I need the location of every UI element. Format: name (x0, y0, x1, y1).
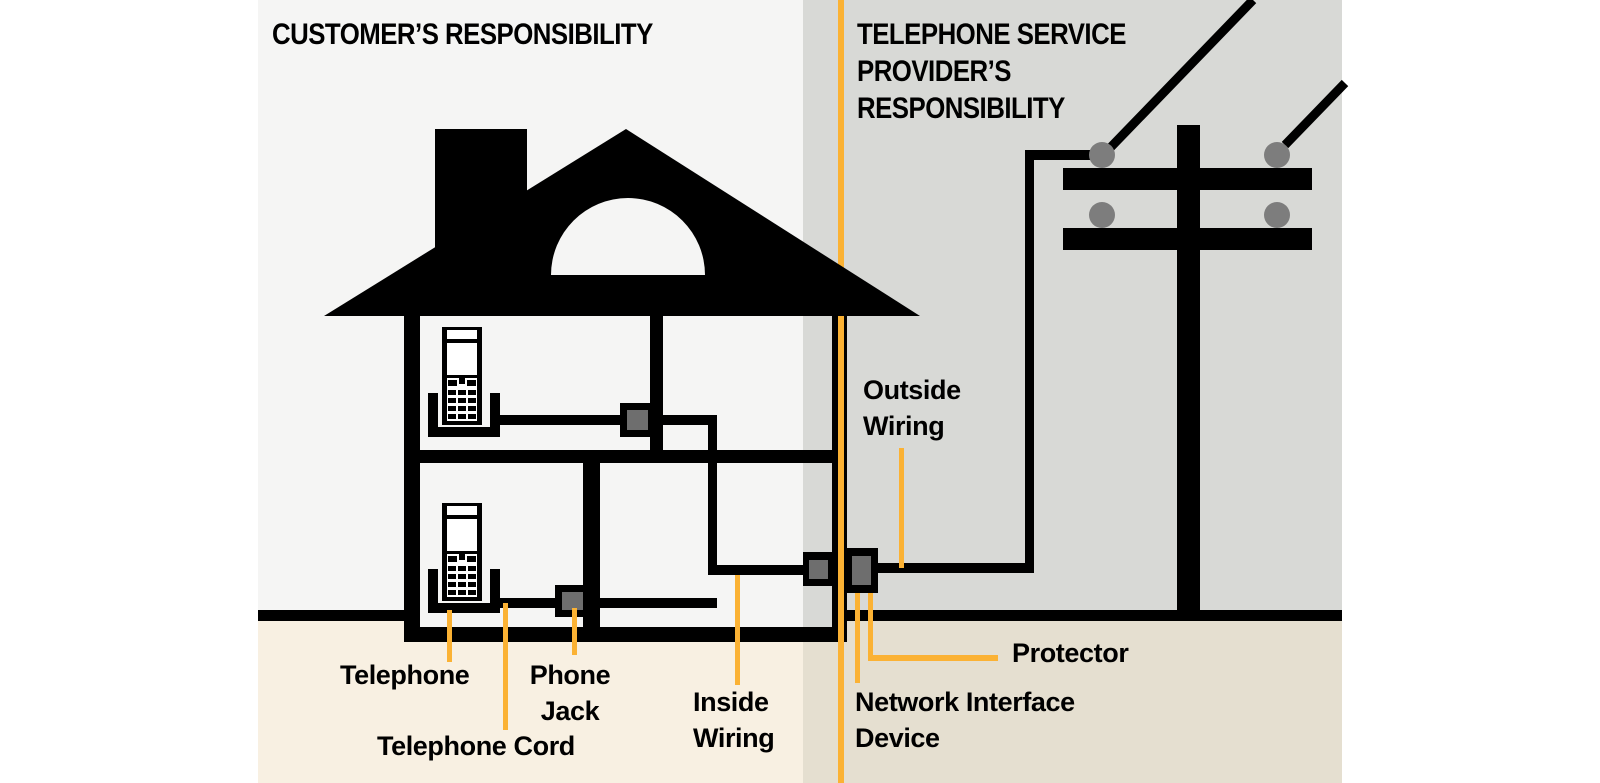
insulator-icon (1264, 202, 1290, 228)
provider-responsibility-heading: TELEPHONE SERVICE PROVIDER’S RESPONSIBIL… (857, 16, 1126, 127)
callout-telephone (447, 610, 452, 662)
telephone-label: Telephone (340, 660, 470, 690)
pole-mast (1177, 125, 1200, 621)
heading-line: RESPONSIBILITY (857, 92, 1065, 125)
outside-wiring-label: Outside Wiring (863, 372, 961, 444)
callout-protector (868, 655, 998, 661)
customer-responsibility-heading: CUSTOMER’S RESPONSIBILITY (272, 18, 653, 51)
telephone-cord-lower (497, 598, 557, 608)
inside-wiring-segment (657, 415, 717, 425)
ground-line (258, 610, 405, 621)
insulator-icon (1264, 142, 1290, 168)
heading-line: PROVIDER’S (857, 55, 1011, 88)
insulator-icon (1089, 142, 1115, 168)
outside-wiring-path (878, 150, 1095, 573)
crossarm-icon (1063, 228, 1312, 250)
label-line: Inside (693, 687, 769, 717)
callout-lines (447, 448, 998, 730)
telephone-cord-label: Telephone Cord (377, 731, 575, 761)
house-foundation (405, 627, 838, 642)
lower-room-floor (600, 598, 717, 608)
ground-line (838, 610, 1342, 621)
label-line: Jack (540, 696, 600, 726)
network-interface-device-label: Network Interface Device (855, 684, 1075, 756)
drop-wire-icon (1281, 79, 1349, 149)
label-line: Phone (529, 660, 611, 690)
callout-outside-wiring (899, 448, 904, 568)
insulator-icon (1089, 202, 1115, 228)
callout-protector (868, 593, 873, 661)
telephone-cord-upper (497, 415, 620, 425)
roof-icon (324, 129, 920, 316)
label-line: Outside (863, 375, 961, 405)
callout-telephone-cord (503, 603, 508, 730)
heading-line: TELEPHONE SERVICE (857, 18, 1126, 51)
callout-phone-jack (572, 608, 577, 655)
house-left-wall (404, 316, 420, 642)
label-line: Wiring (693, 723, 775, 753)
drop-wire-icon (1106, 0, 1257, 152)
callout-network-interface-device (855, 593, 860, 683)
label-line: Device (855, 723, 940, 753)
callout-inside-wiring (735, 575, 740, 685)
crossarm-icon (1063, 168, 1312, 190)
dormer-window-icon (551, 198, 705, 275)
lower-room-wall (708, 463, 717, 575)
inside-wiring-segment (717, 565, 807, 575)
telephone-pole-icon (1063, 0, 1349, 621)
phone-jacks (555, 403, 878, 617)
inside-wiring-segment (708, 425, 717, 453)
responsibility-divider-line (838, 0, 844, 783)
inside-wiring-label: Inside Wiring (693, 684, 775, 756)
house-mid-floor (404, 450, 847, 463)
label-line: Wiring (863, 411, 945, 441)
phone-jack-label: Phone Jack (520, 657, 620, 729)
protector-label: Protector (1012, 638, 1129, 668)
label-line: Network Interface (855, 687, 1075, 717)
provider-ground-panel (803, 610, 1342, 783)
